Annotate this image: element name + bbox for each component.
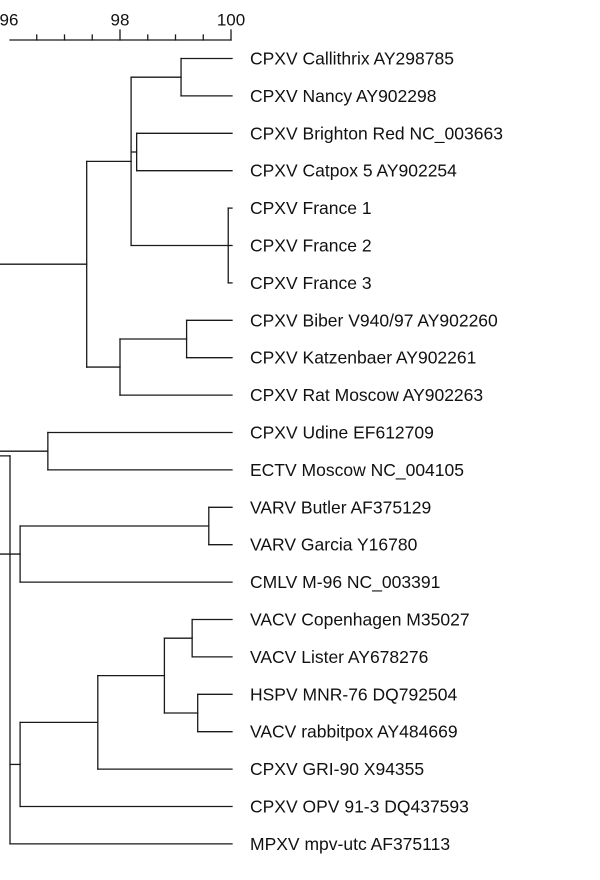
leaf-label: CPXV Katzenbaer AY902261: [250, 348, 476, 368]
leaf-label: CPXV Nancy AY902298: [250, 86, 436, 106]
leaf-label: CPXV France 2: [250, 236, 372, 256]
leaf-label: CPXV France 1: [250, 198, 372, 218]
leaf-label: CPXV Brighton Red NC_003663: [250, 123, 503, 144]
leaf-label: CPXV Rat Moscow AY902263: [250, 385, 483, 405]
leaf-label: ECTV Moscow NC_004105: [250, 460, 464, 481]
leaf-label: CPXV Callithrix AY298785: [250, 49, 454, 69]
leaf-label: CMLV M-96 NC_003391: [250, 572, 440, 593]
leaf-label: CPXV France 3: [250, 273, 372, 293]
leaf-label: VACV Lister AY678276: [250, 647, 428, 667]
leaf-label: CPXV GRI-90 X94355: [250, 759, 424, 779]
scale-tick-label: 100: [217, 11, 245, 30]
scale-tick-label: 98: [111, 11, 130, 30]
leaf-label: CPXV Catpox 5 AY902254: [250, 161, 457, 181]
tree-branches: [0, 57, 233, 845]
leaf-label: CPXV Udine EF612709: [250, 423, 434, 443]
leaf-label: MPXV mpv-utc AF375113: [250, 834, 450, 854]
leaf-label: VARV Butler AF375129: [250, 497, 431, 517]
leaf-label: VACV rabbitpox AY484669: [250, 722, 458, 742]
leaf-label: VACV Copenhagen M35027: [250, 610, 470, 630]
leaf-label: HSPV MNR-76 DQ792504: [250, 684, 457, 704]
leaf-label: CPXV Biber V940/97 AY902260: [250, 310, 498, 330]
scale-tick-label: 96: [0, 11, 18, 30]
similarity-scale-bar: 949698100: [0, 11, 245, 41]
leaf-label: CPXV OPV 91-3 DQ437593: [250, 797, 469, 817]
leaf-label: VARV Garcia Y16780: [250, 535, 418, 555]
